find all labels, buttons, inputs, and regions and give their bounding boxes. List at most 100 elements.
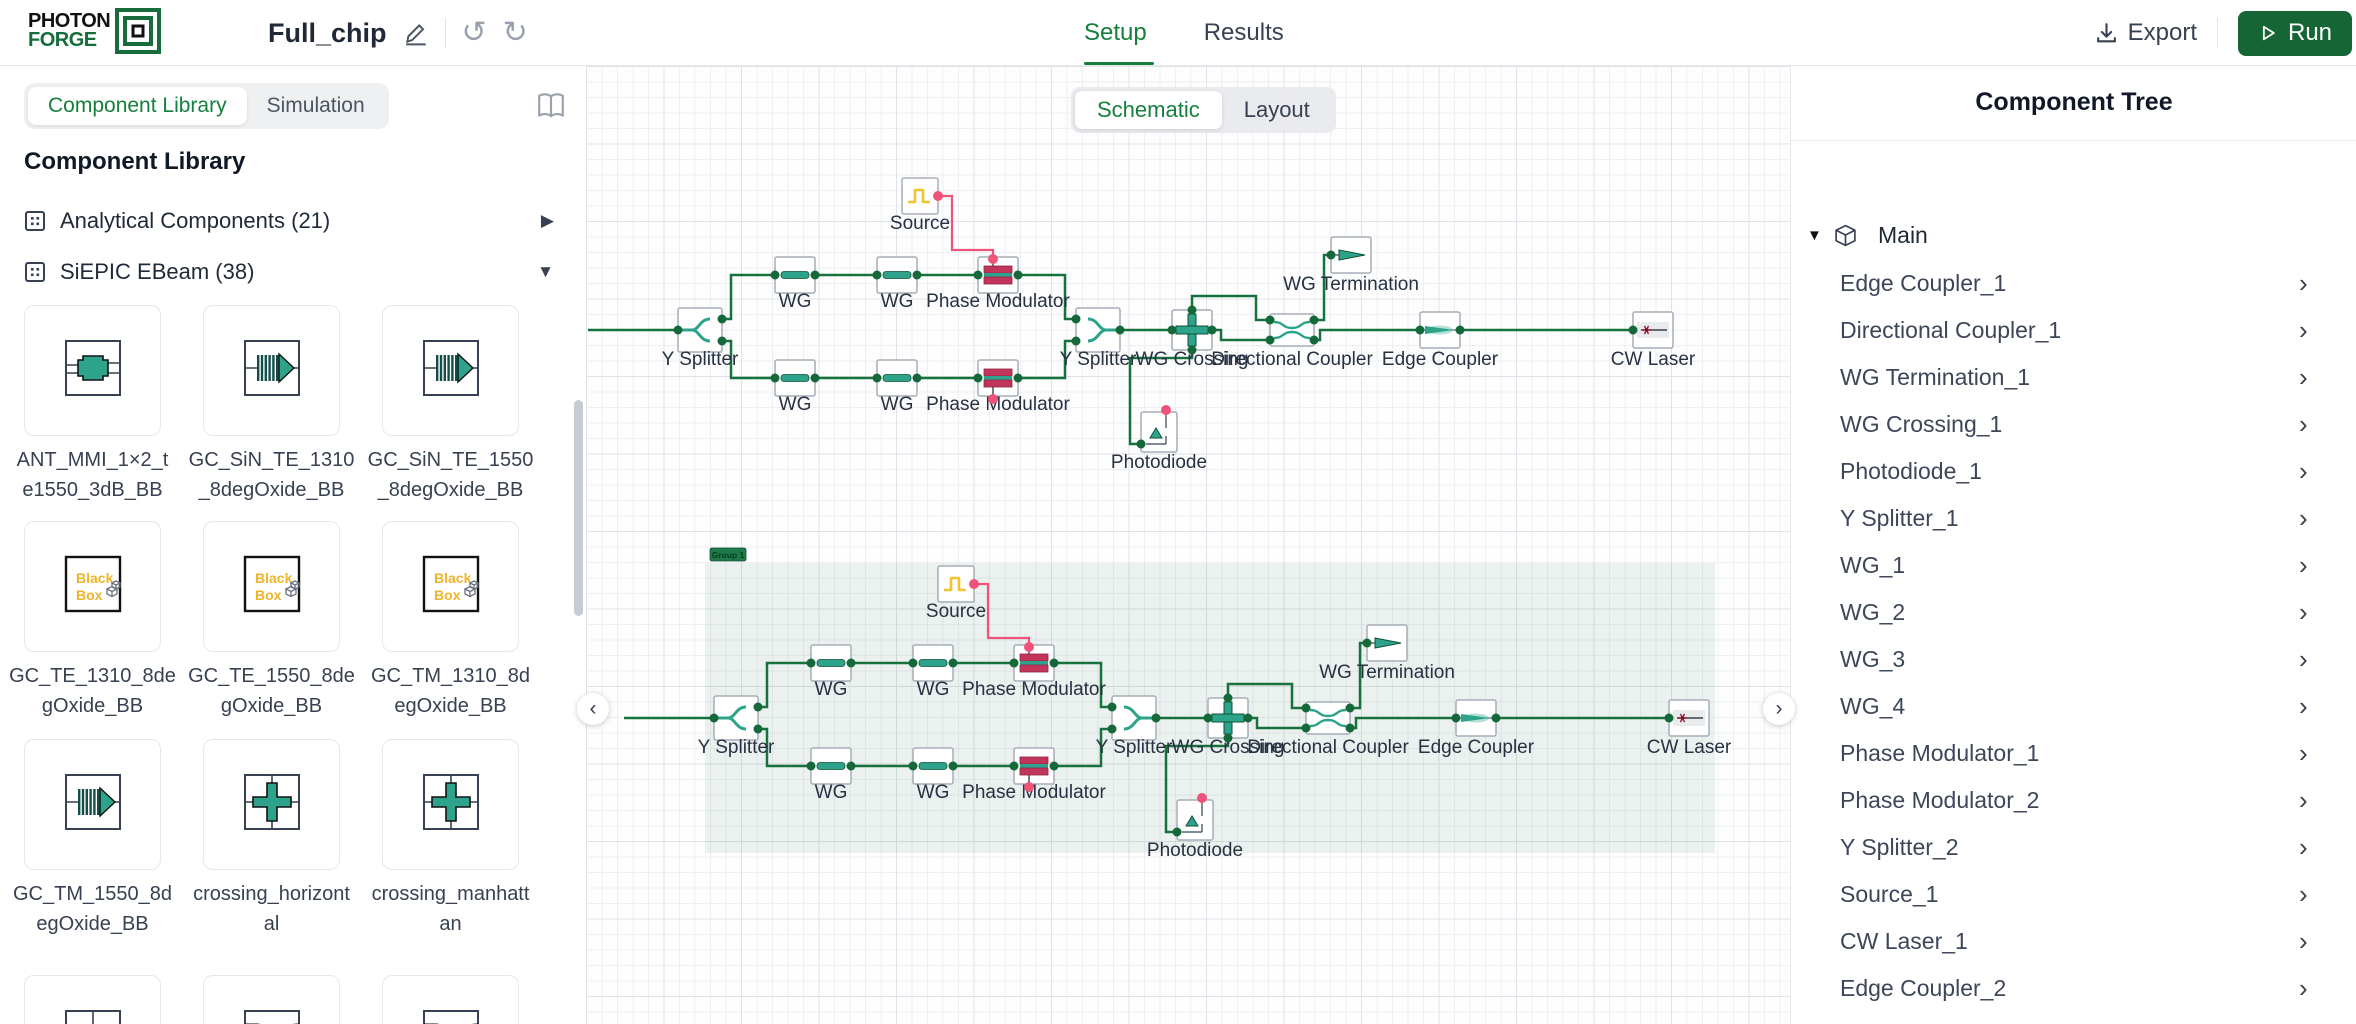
- chevron-right-icon: ›: [2299, 315, 2308, 345]
- svg-text:Y Splitter: Y Splitter: [698, 737, 775, 758]
- chevron-right-icon: ›: [2299, 362, 2308, 392]
- svg-text:Y Splitter: Y Splitter: [1096, 737, 1173, 758]
- run-label: Run: [2287, 19, 2333, 46]
- component-card[interactable]: [382, 305, 519, 436]
- caret-down-icon[interactable]: ▼: [1807, 227, 1822, 244]
- svg-text:WG: WG: [881, 291, 914, 312]
- component-card[interactable]: [203, 975, 340, 1024]
- component-card[interactable]: [203, 305, 340, 436]
- tree-item[interactable]: Directional Coupler_2 ›: [1791, 1012, 2356, 1024]
- tree-item-label: WG Crossing_1: [1840, 411, 2003, 437]
- svg-text:WG: WG: [815, 782, 848, 803]
- left-panel-scrollbar[interactable]: [574, 400, 583, 616]
- library-book-icon[interactable]: [536, 92, 566, 125]
- schematic-node-edge: Edge Coupler: [1382, 311, 1499, 370]
- tab-layout[interactable]: Layout: [1243, 97, 1310, 122]
- pan-right-button[interactable]: ›: [1763, 693, 1795, 725]
- run-button[interactable]: Run: [2238, 10, 2352, 56]
- tree-item[interactable]: Phase Modulator_1›: [1791, 730, 2356, 777]
- tree-item-label: Y Splitter_1: [1840, 505, 1959, 531]
- tab-component-library[interactable]: Component Library: [28, 87, 247, 125]
- tree-item[interactable]: WG Termination_1›: [1791, 354, 2356, 401]
- schematic-node-wg: WG: [876, 256, 918, 312]
- chevron-right-icon: ›: [2299, 1020, 2308, 1024]
- tree-item[interactable]: WG_1›: [1791, 542, 2356, 589]
- section-analytical-components[interactable]: Analytical Components (21) ▶: [24, 201, 554, 241]
- chevron-right-icon: ›: [2299, 879, 2308, 909]
- tree-item[interactable]: Photodiode_1›: [1791, 448, 2356, 495]
- schematic-node-pd: Photodiode: [1147, 799, 1243, 861]
- chevron-right-icon: ›: [2299, 973, 2308, 1003]
- svg-text:Y Splitter: Y Splitter: [1060, 349, 1137, 370]
- tab-results[interactable]: Results: [1203, 19, 1284, 46]
- svg-text:WG Crossing: WG Crossing: [1136, 349, 1249, 370]
- component-card[interactable]: [203, 739, 340, 870]
- export-button[interactable]: Export: [2094, 19, 2197, 47]
- gc-icon: [410, 327, 492, 414]
- chevron-right-icon: ›: [2299, 785, 2308, 815]
- tree-item[interactable]: WG_3›: [1791, 636, 2356, 683]
- tab-setup[interactable]: Setup: [1084, 19, 1147, 46]
- svg-text:CW Laser: CW Laser: [1647, 737, 1732, 758]
- tree-item[interactable]: WG_2›: [1791, 589, 2356, 636]
- undo-button[interactable]: ↺: [461, 16, 487, 49]
- edit-title-icon[interactable]: [403, 20, 429, 46]
- svg-text:Source: Source: [890, 213, 950, 234]
- tab-simulation[interactable]: Simulation: [266, 94, 365, 117]
- tree-item[interactable]: Phase Modulator_2›: [1791, 777, 2356, 824]
- component-card[interactable]: [24, 975, 161, 1024]
- svg-text:WG Termination: WG Termination: [1319, 662, 1455, 683]
- svg-text:Phase Modulator: Phase Modulator: [926, 291, 1070, 312]
- component-card[interactable]: [382, 739, 519, 870]
- component-card[interactable]: [382, 975, 519, 1024]
- tree-item[interactable]: Source_1›: [1791, 871, 2356, 918]
- logo-line1: PHOTON: [28, 10, 111, 33]
- group-badge: Group 1: [709, 547, 747, 562]
- library-heading: Component Library: [24, 148, 246, 175]
- tree-item[interactable]: Directional Coupler_1›: [1791, 307, 2356, 354]
- schematic-node-wg: WG: [774, 256, 816, 312]
- svg-text:CW Laser: CW Laser: [1611, 349, 1696, 370]
- tree-item[interactable]: Y Splitter_1›: [1791, 495, 2356, 542]
- tree-item[interactable]: Edge Coupler_2›: [1791, 965, 2356, 1012]
- svg-text:WG Termination: WG Termination: [1283, 274, 1419, 295]
- component-card[interactable]: [24, 739, 161, 870]
- chevron-right-icon: ›: [2299, 597, 2308, 627]
- svg-text:Black: Black: [76, 570, 114, 586]
- tree-item[interactable]: WG Crossing_1›: [1791, 401, 2356, 448]
- top-bar: PHOTON FORGE Full_chip ↺ ↻ Setup Results…: [0, 0, 2356, 66]
- project-title[interactable]: Full_chip: [268, 17, 387, 48]
- tree-item[interactable]: Y Splitter_2›: [1791, 824, 2356, 871]
- tree-item-label: WG_4: [1840, 693, 1906, 719]
- svg-text:Black: Black: [434, 570, 472, 586]
- schematic-node-pd: Photodiode: [1111, 411, 1207, 473]
- tree-item-main[interactable]: ▼ Main: [1791, 212, 2356, 259]
- schematic-node-source: Source: [926, 565, 986, 622]
- tree-item[interactable]: WG_4›: [1791, 683, 2356, 730]
- tree-item-label: Directional Coupler_2: [1840, 1022, 2061, 1024]
- tree-item[interactable]: Edge Coupler_1›: [1791, 260, 2356, 307]
- schematic-canvas-area[interactable]: Schematic Layout Group 1 Source Y Splitter…: [577, 66, 1795, 1024]
- section-siepic-ebeam[interactable]: SiEPIC EBeam (38) ▼: [24, 252, 554, 292]
- schematic-node-crossing: WG Crossing: [1136, 309, 1249, 370]
- redo-button[interactable]: ↻: [502, 16, 528, 49]
- tree-item-label: Photodiode_1: [1840, 458, 1982, 484]
- svg-text:Y Splitter: Y Splitter: [662, 349, 739, 370]
- component-card[interactable]: [24, 305, 161, 436]
- mmi-icon: [52, 327, 134, 414]
- tab-schematic[interactable]: Schematic: [1075, 91, 1222, 129]
- svg-text:Directional Coupler: Directional Coupler: [1211, 349, 1373, 370]
- sbend-icon: [231, 997, 313, 1024]
- pan-left-button[interactable]: ‹: [577, 693, 609, 725]
- tree-item[interactable]: CW Laser_1›: [1791, 918, 2356, 965]
